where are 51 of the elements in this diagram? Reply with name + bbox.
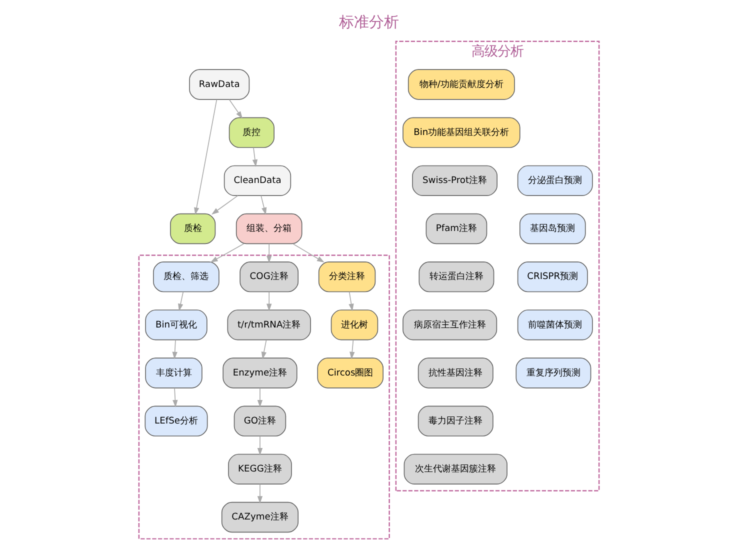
- node-box: CleanData: [223, 165, 291, 196]
- arrow: [210, 243, 244, 263]
- node-box: KEGG注释: [228, 454, 292, 485]
- node-box: GO注释: [233, 406, 286, 436]
- node-box: 抗性基因注释: [417, 358, 493, 388]
- node-box: t/r/tmRNA注释: [226, 310, 310, 340]
- node-box: 组装、分箱: [235, 213, 302, 244]
- node-box: Swiss-Prot注释: [412, 165, 497, 196]
- node-box: Bin功能基因组关联分析: [402, 117, 520, 148]
- arrow: [194, 99, 217, 216]
- arrow: [256, 484, 262, 504]
- node-box: CRISPR预测: [516, 262, 588, 292]
- arrow: [348, 291, 354, 312]
- node-box: 质检: [170, 213, 216, 244]
- node-box: RawData: [188, 69, 250, 100]
- node-box: Circos圈图: [316, 358, 384, 388]
- arrow: [260, 340, 266, 360]
- node-box: COG注释: [239, 262, 298, 292]
- node-box: 分类注释: [318, 262, 376, 292]
- node-box: 转运蛋白注释: [418, 262, 494, 292]
- node-box: 前噬菌体预测: [516, 310, 592, 340]
- node-box: 丰度计算: [144, 358, 202, 388]
- node-box: 质检、筛选: [152, 262, 219, 292]
- node-box: 病原宿主互作注释: [402, 310, 497, 340]
- node-box: 基因岛预测: [518, 213, 586, 244]
- arrow: [252, 147, 258, 167]
- arrow: [172, 340, 177, 360]
- arrow: [292, 243, 324, 263]
- node-box: LEfSe分析: [144, 406, 208, 436]
- node-box: 分泌蛋白预测: [516, 165, 592, 196]
- node-box: Bin可视化: [144, 310, 207, 340]
- arrow: [178, 291, 184, 312]
- node-box: 进化树: [330, 310, 378, 340]
- arrow: [228, 99, 242, 119]
- node-box: 次生代谢基因簇注释: [403, 454, 507, 485]
- arrow: [349, 340, 354, 360]
- node-box: 重复序列预测: [515, 358, 591, 388]
- arrow: [266, 291, 272, 312]
- arrow: [172, 388, 178, 408]
- node-box: CAZyme注释: [220, 502, 298, 533]
- arrow: [266, 243, 272, 264]
- arrow: [210, 195, 238, 215]
- node-box: Pfam注释: [425, 213, 487, 244]
- arrow: [256, 388, 262, 408]
- node-box: 质控: [228, 117, 274, 148]
- diagram-title: 标准分析: [338, 12, 398, 31]
- arrow: [260, 195, 266, 216]
- node-box: 毒力因子注释: [417, 406, 493, 436]
- node-box: 物种/功能贡献度分析: [407, 69, 514, 100]
- arrow: [256, 436, 262, 456]
- node-box: Enzyme注释: [222, 358, 297, 388]
